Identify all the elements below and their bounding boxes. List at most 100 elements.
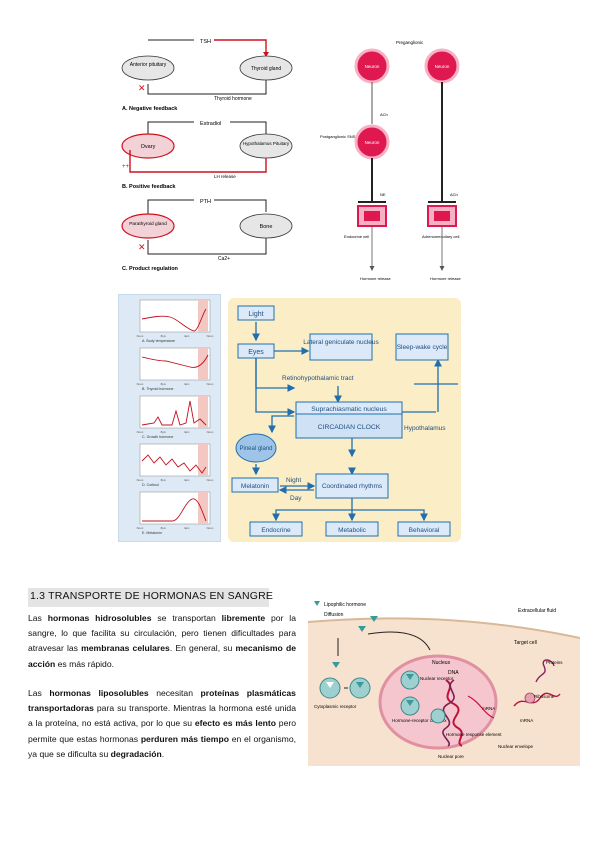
night-band <box>198 396 208 428</box>
metabolic-box <box>325 521 379 537</box>
caption-positive-feedback: B. Positive feedback <box>122 184 176 190</box>
rhythm-curve <box>141 400 207 426</box>
rhythm-x-tick: Noon <box>207 526 214 530</box>
p2-bold-5: degradación <box>110 748 162 759</box>
rhythm-curve <box>141 354 209 368</box>
lh-release-label: LH release <box>214 174 236 179</box>
p1-text-1: Las <box>28 613 48 623</box>
endocrine-label: Endocrine <box>261 527 291 534</box>
preganglionic-label: Preganglionic <box>396 40 424 45</box>
p2-text-6: . <box>161 748 165 759</box>
heading-bar <box>28 588 269 607</box>
svg-text:++: ++ <box>122 164 130 170</box>
rhythm-x-tick: 8pm <box>161 334 167 338</box>
rhythm-x-tick: Noon <box>137 478 144 482</box>
cytoplasmic-receptor-label: Cytoplasmic receptor <box>314 704 357 709</box>
p2-bold-4: perduren más tiempo <box>140 733 229 744</box>
ach-label-right: ACh <box>450 192 458 197</box>
hormone-release-left: Hormone release <box>360 276 391 281</box>
sleep-wake-label: Sleep-wake cycle <box>397 344 448 351</box>
p2-text-5: en el organismo, ya que se dificulta su <box>28 733 296 759</box>
nucleus-label: Nucleus <box>432 660 451 666</box>
feedback-figure: TSH Anterior pituitary Thyroid gland ✕ T… <box>118 34 306 276</box>
eyes-box <box>237 343 275 359</box>
rhythm-x-tick: 4am <box>184 430 190 434</box>
rhythm-x-tick: Noon <box>137 430 144 434</box>
parathyroid-label: Parathyroid gland <box>129 221 167 227</box>
endocrine-box <box>249 521 303 537</box>
p2-bold-1: hormonas liposolubles <box>49 688 149 698</box>
circadian-diagram: Light Eyes Lateral geniculate nucleus Sl… <box>228 298 461 542</box>
rhythm-x-tick: 4am <box>184 478 190 482</box>
nuclear-receptor-label: Nuclear receptor <box>420 676 454 681</box>
ne-label: NE <box>380 192 386 197</box>
paragraph-hydrosoluble: Las hormonas hidrosolubles se transporta… <box>28 611 296 672</box>
scn-label: Suprachiasmatic nucleus <box>311 406 387 413</box>
rhythm-x-tick: 8pm <box>161 526 167 530</box>
rhythm-x-tick: Noon <box>207 382 214 386</box>
clock-label: CIRCADIAN CLOCK <box>318 424 381 431</box>
svg-text:✕: ✕ <box>138 242 146 252</box>
night-band <box>198 444 208 476</box>
parathyroid-node <box>121 213 175 239</box>
estradiol-label: Estradiol <box>200 121 221 127</box>
protein-label: Proteins <box>546 660 563 665</box>
rhythm-chart-caption: D. Cortisol <box>142 483 159 487</box>
p1-bold-4: mecanismo de acción <box>28 643 296 669</box>
lipophilic-label: Lipophilic hormone <box>324 602 366 608</box>
mrna-label: mRNA <box>482 706 495 711</box>
coordinated-box <box>315 473 389 499</box>
pineal-label: Pineal gland <box>239 446 272 452</box>
lgn-box <box>309 333 373 361</box>
mrna-label-2: mRNA <box>520 718 533 723</box>
complex-label: Hormone-receptor complex <box>392 718 447 723</box>
behavioral-box <box>397 521 451 537</box>
left-neuron-top-label: Neuron <box>365 64 380 69</box>
calcium-label: Ca2+ <box>218 256 230 262</box>
hypothalamus-pituitary-label: Hypothalamus Pituitary <box>243 141 290 146</box>
clock-box <box>295 413 403 439</box>
night-label: Night <box>286 477 301 484</box>
dna-label: DNA <box>448 670 459 676</box>
thyroid-hormone-label: Thyroid hormone <box>214 96 252 102</box>
sleep-wake-box <box>395 333 449 361</box>
rhythm-x-tick: 8pm <box>161 430 167 434</box>
neuron-figure: Preganglionic Neuron ACh Postganglionic … <box>318 36 483 288</box>
hypothalamus-label: Hypothalamus <box>404 425 446 432</box>
p2-bold-2: proteínas plasmáticas transportadoras <box>28 688 296 714</box>
rhythm-chart-caption: E. Melatonin <box>142 531 162 535</box>
adrenomedullary-cell-label: Adrenomedullary cell <box>422 234 459 239</box>
p1-text-4: . En general, su <box>169 643 236 654</box>
hre-label: Hormone response element <box>446 732 502 737</box>
endocrine-cell-label: Endocrine cell <box>344 234 369 239</box>
rhythm-curve <box>141 454 207 474</box>
rhythm-chart-caption: A. Body temperature <box>142 339 175 343</box>
light-box <box>237 305 275 321</box>
ach-label-left: ACh <box>380 112 388 117</box>
night-band <box>198 492 208 524</box>
p2-text-3: para su transporte. Mientras la hormona … <box>28 703 296 729</box>
metabolic-label: Metabolic <box>338 527 367 534</box>
rhythm-x-tick: Noon <box>137 526 144 530</box>
rhythm-x-tick: 8pm <box>161 478 167 482</box>
hypothalamus-pituitary-node <box>239 133 293 159</box>
diffusion-label: Diffusion <box>324 612 344 618</box>
pineal-gland-node <box>235 433 277 463</box>
light-label: Light <box>248 311 263 318</box>
p1-bold-3: membranas celulares <box>81 643 170 654</box>
postganglionic-label: Postganglionic SNS or PSNS <box>320 134 372 139</box>
nuclear-envelope-label: Nuclear envelope <box>498 744 534 749</box>
anterior-pituitary-label: Anterior pituitary <box>130 62 167 68</box>
anterior-pituitary-node <box>121 55 175 81</box>
coordinated-label: Coordinated rhythms <box>322 483 383 490</box>
ovary-label: Ovary <box>141 144 156 150</box>
p1-bold-2: libremente <box>221 613 266 623</box>
p1-text-3: por la sangre, lo que facilita su circul… <box>28 613 296 654</box>
rhythm-x-tick: Noon <box>137 382 144 386</box>
paragraph-liposoluble: Las hormonas liposolubles necesitan prot… <box>28 686 296 762</box>
bone-label: Bone <box>260 224 273 230</box>
p2-text-2: necesitan <box>148 688 201 698</box>
